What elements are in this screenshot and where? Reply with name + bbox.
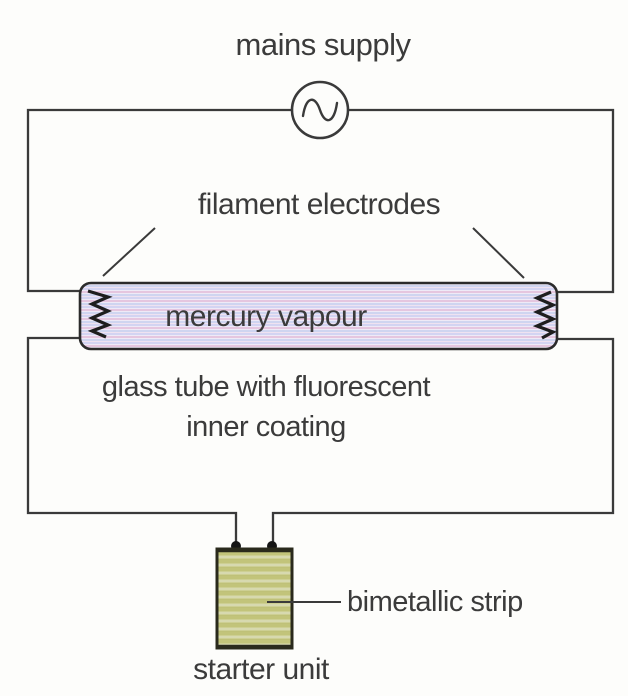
wire-bottom-left <box>26 336 238 545</box>
filament-zigzag-right-icon <box>532 290 557 340</box>
wire-top-left <box>26 108 292 293</box>
mains-supply-label: mains supply <box>235 27 411 62</box>
filament-pointer-left <box>102 227 156 277</box>
ac-supply-icon <box>290 80 350 140</box>
glass-tube-label-line1: glass tube with fluorescent <box>101 371 431 403</box>
glass-tube-label: glass tube with fluorescent inner coatin… <box>56 367 476 447</box>
wire-bottom-right <box>271 337 615 545</box>
starter-unit-box <box>215 547 294 650</box>
filament-pointer-right <box>472 227 525 279</box>
starter-unit-label: starter unit <box>193 653 329 686</box>
wire-top-right <box>348 108 615 294</box>
glass-tube-label-line2: inner coating <box>186 411 346 444</box>
bimetallic-strip-label: bimetallic strip <box>347 586 523 618</box>
glass-tube <box>78 281 559 351</box>
mercury-vapour-label: mercury vapour <box>165 300 367 333</box>
filament-electrodes-label: filament electrodes <box>197 188 441 221</box>
filament-zigzag-left-icon <box>87 289 113 339</box>
